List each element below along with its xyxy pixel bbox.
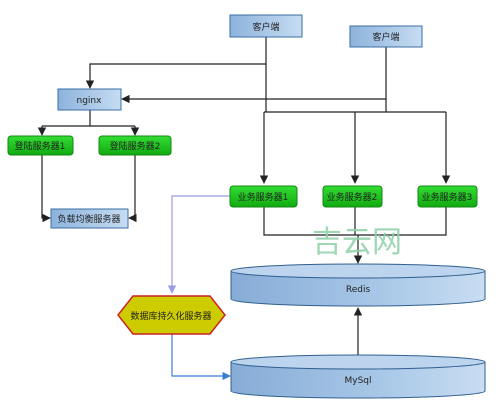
business-server-2-label: 业务服务器2 [327, 191, 378, 203]
redis-cylinder: Redis [230, 263, 486, 307]
client-node-1-label: 客户端 [252, 21, 279, 33]
client-node-2-label: 客户端 [372, 31, 399, 43]
edge-client2-nginx [121, 47, 387, 104]
db-persistence-node: 数据库持久化服务器 [117, 295, 226, 335]
client-node-2: 客户端 [349, 25, 423, 48]
load-balancer-node: 负载均衡服务器 [50, 208, 129, 229]
business-server-1: 业务服务器1 [229, 185, 298, 208]
login-server-2-label: 登陆服务器2 [110, 140, 161, 152]
edge-login2-lb [128, 155, 137, 223]
edge-biz1-dbpersist [167, 195, 230, 294]
connectors [37, 37, 451, 356]
edge-client1-nginx [85, 37, 267, 89]
load-balancer-label: 负载均衡服务器 [57, 213, 120, 225]
business-server-2: 业务服务器2 [322, 185, 383, 208]
mysql-cylinder: MySql [230, 354, 486, 399]
watermark-text: 吉云网 [312, 225, 402, 260]
db-persistence-label: 数据库持久化服务器 [130, 310, 211, 322]
login-server-1-label: 登陆服务器1 [15, 140, 66, 152]
client-node-1: 客户端 [229, 14, 303, 38]
business-server-3-label: 业务服务器3 [422, 191, 473, 203]
business-server-3: 业务服务器3 [417, 185, 478, 208]
nginx-node-label: nginx [77, 96, 103, 106]
login-server-1: 登陆服务器1 [7, 135, 74, 156]
nginx-node: nginx [57, 88, 122, 111]
edge-login1-lb [41, 155, 51, 223]
business-server-1-label: 业务服务器1 [238, 191, 289, 203]
redis-label: Redis [346, 285, 371, 295]
edge-dbpersist-mysql [171, 334, 231, 381]
login-server-2: 登陆服务器2 [98, 135, 172, 156]
mysql-label: MySql [344, 376, 371, 386]
